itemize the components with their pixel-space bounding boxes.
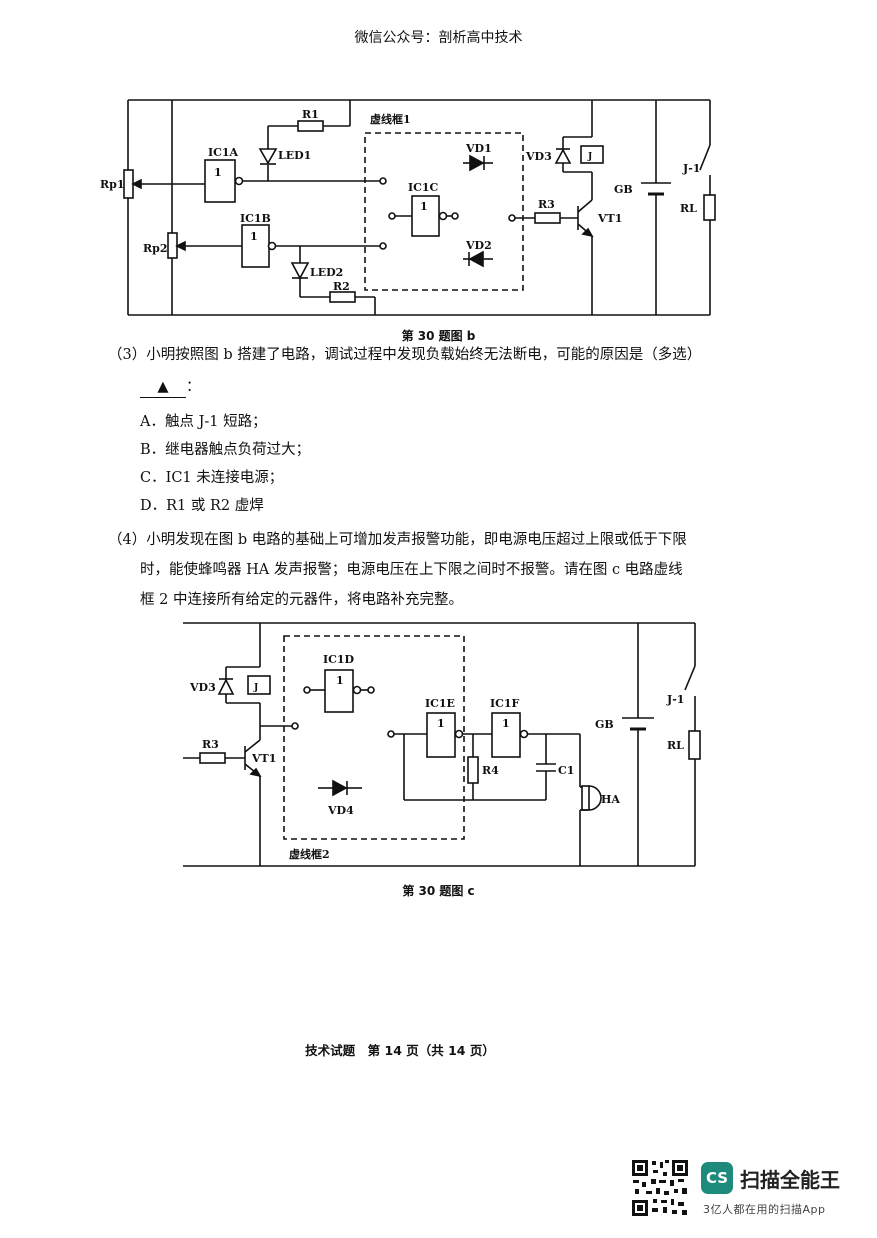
label-box2: 虚线框2: [289, 847, 330, 861]
label-vd3: VD3: [525, 150, 552, 163]
label-gb-c: GB: [595, 718, 614, 731]
blank-suffix: ：: [186, 379, 201, 395]
camscanner-logo-icon: CS: [701, 1162, 733, 1194]
label-j1: J-1: [682, 162, 700, 175]
label-ic1e: IC1E: [425, 697, 455, 710]
ic1e-gate: [426, 712, 456, 758]
label-vd1: VD1: [465, 142, 492, 155]
r2-resistor: [329, 291, 356, 303]
option-c-letter: C．: [140, 470, 166, 486]
ha-buzzer: [588, 785, 602, 811]
label-rl: RL: [680, 202, 697, 215]
question-4-line-3: 框 2 中连接所有给定的元器件，将电路补充完整。: [140, 592, 463, 608]
option-d-letter: D．: [140, 498, 167, 514]
gate-symbol-ic1b: 1: [250, 230, 258, 243]
option-b-letter: B．: [140, 442, 166, 458]
label-ic1b: IC1B: [240, 212, 271, 225]
label-r1: R1: [302, 108, 319, 121]
gate-symbol-ic1d: 1: [336, 674, 344, 687]
camscanner-app-name: 扫描全能王: [740, 1168, 840, 1192]
label-vd2: VD2: [465, 239, 492, 252]
label-ic1a: IC1A: [208, 146, 239, 159]
option-b: B．继电器触点负荷过大；: [140, 438, 310, 459]
ic1a-gate: [204, 159, 236, 203]
option-d: D．R1 或 R2 虚焊: [140, 494, 264, 515]
label-vd4: VD4: [327, 804, 354, 817]
camscanner-slogan: 3亿人都在用的扫描App: [703, 1203, 826, 1216]
r1-resistor: [297, 120, 324, 132]
label-r2: R2: [333, 280, 350, 293]
dashed-box-2: [283, 635, 465, 840]
label-rl-c: RL: [667, 739, 684, 752]
dashed-box-1: [364, 132, 524, 291]
label-j1-c: J-1: [666, 693, 684, 706]
source-header: 微信公众号：剖析高中技术: [354, 30, 523, 46]
option-a: A．触点 J-1 短路；: [140, 410, 267, 431]
label-ha: HA: [601, 793, 620, 806]
circuit-figure-c: VD3 J R3 VT1 IC1D IC1E IC1F VD4 R4 C1 HA…: [183, 622, 701, 867]
label-ic1c: IC1C: [408, 181, 439, 194]
option-c: C．IC1 未连接电源；: [140, 466, 283, 487]
gate-symbol-ic1c: 1: [420, 200, 428, 213]
ic1b-gate: [241, 224, 270, 268]
relay-coil-j: [580, 145, 604, 164]
label-vd3-c: VD3: [189, 681, 216, 694]
label-gb: GB: [614, 183, 633, 196]
question-3-blank-line: ▲：: [140, 373, 201, 401]
gate-symbol-ic1f: 1: [502, 717, 510, 730]
option-c-text: IC1 未连接电源；: [165, 470, 284, 486]
label-c1: C1: [558, 764, 574, 777]
label-led2: LED2: [310, 266, 343, 279]
answer-blank[interactable]: ▲: [140, 377, 186, 398]
question-4-line-2: 时，能使蜂鸣器 HA 发声报警；电源电压在上下限之间时不报警。请在图 c 电路虚…: [140, 562, 683, 578]
rl-load-c: [688, 730, 701, 760]
option-a-text: 触点 J-1 短路；: [164, 414, 267, 430]
r3-resistor-c: [199, 752, 226, 764]
option-b-text: 继电器触点负荷过大；: [165, 442, 311, 458]
figure-b-caption: 第 30 题图 b: [401, 329, 476, 343]
relay-coil-j-c: [247, 675, 271, 695]
gate-symbol-ic1a: 1: [214, 166, 222, 179]
label-ic1d: IC1D: [323, 653, 355, 666]
label-relay-j: J: [587, 152, 592, 162]
rp2-potentiometer: [167, 232, 178, 259]
r4-resistor: [467, 756, 479, 784]
label-rp2: Rp2: [143, 242, 168, 255]
question-3-stem: （3）小明按照图 b 搭建了电路，调试过程中发现负载始终无法断电，可能的原因是（…: [108, 347, 702, 363]
figure-c-caption: 第 30 题图 c: [402, 884, 475, 898]
option-d-text: R1 或 R2 虚焊: [166, 498, 264, 514]
qr-code-icon: [630, 1158, 690, 1218]
label-vt1: VT1: [597, 212, 622, 225]
label-r3: R3: [538, 198, 555, 211]
label-relay-j-c: J: [253, 683, 258, 693]
label-vt1-c: VT1: [251, 752, 276, 765]
page-footer: 技术试题 第 14 页（共 14 页）: [305, 1043, 495, 1058]
rl-load: [703, 194, 716, 221]
gate-symbol-ic1e: 1: [437, 717, 445, 730]
question-4-line-1: （4）小明发现在图 b 电路的基础上可增加发声报警功能，即电源电压超过上限或低于…: [108, 532, 687, 548]
label-ic1f: IC1F: [490, 697, 520, 710]
option-a-letter: A．: [140, 414, 165, 430]
label-box1: 虚线框1: [370, 112, 411, 126]
label-rp1: Rp1: [100, 178, 125, 191]
circuit-figure-b: Rp1 Rp2 R1 R2 IC1A IC1B IC1C LED1 LED2 V…: [100, 99, 716, 316]
label-r3-c: R3: [202, 738, 219, 751]
label-led1: LED1: [278, 149, 311, 162]
r3-resistor: [534, 212, 561, 224]
label-r4: R4: [482, 764, 499, 777]
